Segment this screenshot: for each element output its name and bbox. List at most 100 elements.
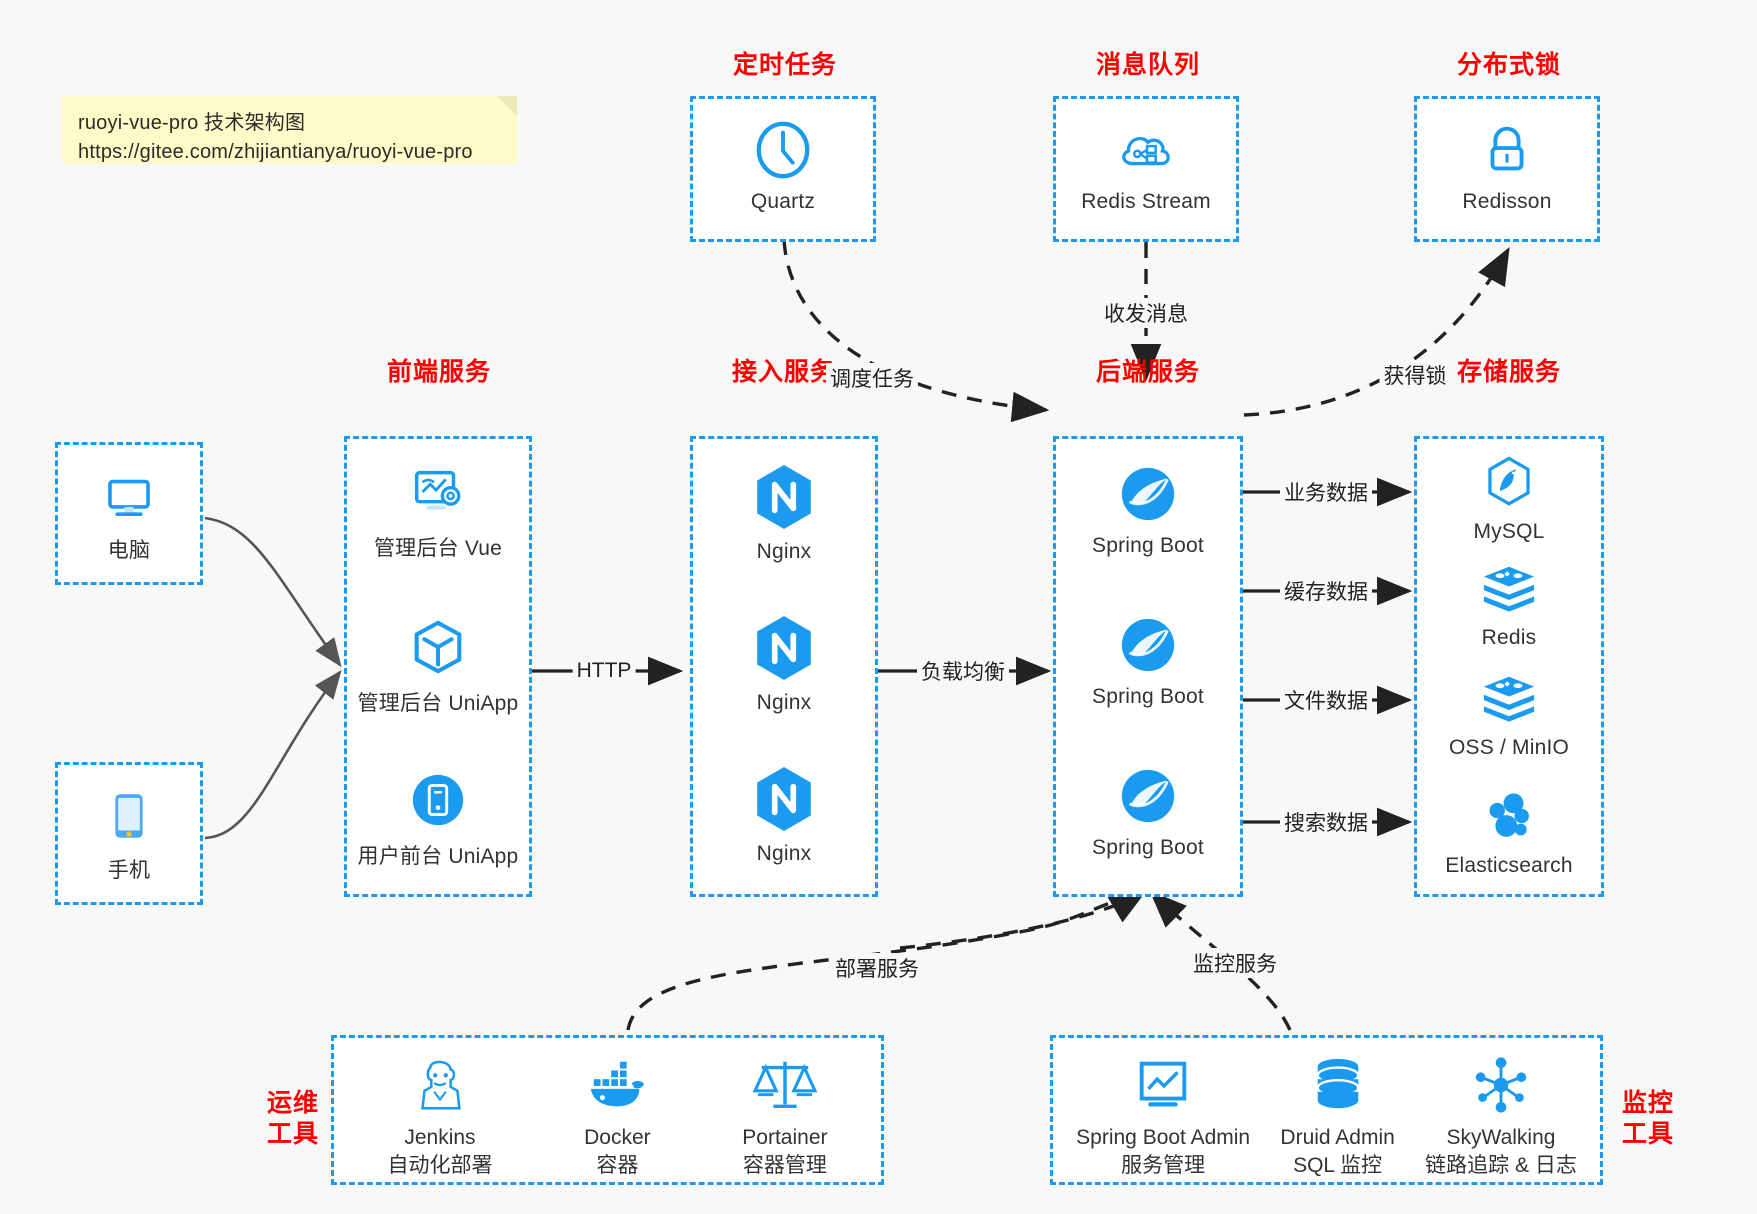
node-user-uniapp[interactable]: 用户前台 UniApp (347, 769, 529, 870)
group-title-storage: 存储服务 (1456, 358, 1561, 386)
node-label: Quartz (750, 190, 816, 213)
node-nginx-3[interactable]: Nginx (693, 765, 875, 866)
node-label-main: SkyWalking (1446, 1125, 1556, 1149)
node-label: Docker 容器 (584, 1124, 651, 1181)
node-quartz[interactable]: Quartz (693, 119, 873, 214)
clock-icon (756, 121, 810, 179)
node-label-main: Docker (584, 1125, 651, 1149)
scales-icon (752, 1061, 818, 1108)
node-label: Nginx (756, 540, 812, 563)
node-label-sub: 自动化部署 (387, 1154, 493, 1177)
group-box-lock[interactable]: Redisson (1414, 96, 1600, 242)
node-admin-vue[interactable]: 管理后台 Vue (347, 461, 529, 562)
edge-label-cache-data: 缓存数据 (1280, 576, 1372, 606)
group-box-backend[interactable]: Spring Boot Spring Boot Spring Boot (1053, 436, 1243, 897)
node-label: Druid Admin SQL 监控 (1280, 1124, 1394, 1181)
group-box-scheduler[interactable]: Quartz (690, 96, 876, 242)
node-desktop[interactable]: 电脑 (58, 467, 200, 564)
group-box-storage[interactable]: MySQL Redis OSS / MinIO (1414, 436, 1604, 897)
node-label: OSS / MinIO (1448, 736, 1570, 759)
edge-label-business-data: 业务数据 (1280, 477, 1372, 507)
database-icon (1316, 1058, 1360, 1108)
group-box-mq[interactable]: Redis Stream (1053, 96, 1239, 242)
node-label-sub: 容器 (596, 1154, 639, 1177)
node-redisson[interactable]: Redisson (1417, 119, 1597, 214)
node-label-sub: 服务管理 (1121, 1154, 1206, 1177)
node-portainer[interactable]: Portainer 容器管理 (742, 1054, 828, 1181)
group-title-frontend: 前端服务 (386, 358, 491, 386)
node-label: Redis (1481, 626, 1537, 649)
node-label: Nginx (756, 691, 812, 714)
group-title-devops-line2: 工具 (266, 1120, 319, 1149)
group-title-monitor-line1: 监控 (1621, 1089, 1674, 1117)
node-label-sub: 链路追踪 & 日志 (1425, 1154, 1577, 1177)
node-nginx-1[interactable]: Nginx (693, 463, 875, 564)
node-label-main: Portainer (742, 1125, 828, 1149)
node-spring-boot-3[interactable]: Spring Boot (1056, 765, 1240, 860)
nginx-icon (757, 616, 811, 680)
spring-boot-icon (1121, 618, 1175, 672)
node-mobile[interactable]: 手机 (58, 787, 200, 884)
docker-icon (591, 1061, 645, 1106)
node-docker[interactable]: Docker 容器 (583, 1054, 651, 1181)
edge-label-monitor-service: 监控服务 (1189, 948, 1281, 978)
node-label: Spring Boot (1092, 534, 1204, 557)
cloud-stream-icon (1122, 136, 1170, 166)
node-label: Elasticsearch (1445, 854, 1573, 877)
group-title-scheduler: 定时任务 (732, 51, 837, 79)
node-label: 管理后台 UniApp (357, 692, 519, 715)
node-label: Spring Boot Admin 服务管理 (1076, 1124, 1250, 1181)
node-spring-boot-1[interactable]: Spring Boot (1056, 463, 1240, 558)
node-label-sub: SQL 监控 (1293, 1154, 1383, 1177)
monitor-chart-icon (1139, 1061, 1187, 1107)
node-label: Nginx (756, 842, 812, 865)
edge-label-search-data: 搜索数据 (1280, 807, 1372, 837)
nginx-icon (757, 767, 811, 831)
group-title-backend: 后端服务 (1095, 358, 1200, 386)
mobile-icon (115, 794, 143, 838)
node-mysql[interactable]: MySQL (1417, 453, 1601, 544)
group-box-client-desktop[interactable]: 电脑 (55, 442, 203, 585)
node-label: 手机 (107, 859, 151, 882)
node-redis[interactable]: Redis (1417, 565, 1601, 650)
group-title-devops-line1: 运维 (266, 1089, 319, 1117)
node-label: 电脑 (107, 539, 151, 562)
node-label: MySQL (1473, 520, 1545, 543)
group-title-monitor: 监控 工具 (1613, 1088, 1683, 1151)
note-url: https://gitee.com/zhijiantianya/ruoyi-vu… (78, 141, 473, 163)
group-box-gateway[interactable]: Nginx Nginx Nginx (690, 436, 878, 897)
node-skywalking[interactable]: SkyWalking 链路追踪 & 日志 (1425, 1054, 1577, 1181)
group-title-monitor-line2: 工具 (1621, 1120, 1674, 1149)
group-box-monitor[interactable]: Spring Boot Admin 服务管理 Druid Admin SQL 监… (1050, 1035, 1603, 1185)
node-nginx-2[interactable]: Nginx (693, 614, 875, 715)
node-label-main: Druid Admin (1280, 1125, 1395, 1149)
spring-boot-icon (1121, 467, 1175, 521)
node-spring-boot-admin[interactable]: Spring Boot Admin 服务管理 (1076, 1054, 1250, 1181)
node-spring-boot-2[interactable]: Spring Boot (1056, 614, 1240, 709)
edge-label-file-data: 文件数据 (1280, 685, 1372, 715)
node-jenkins[interactable]: Jenkins 自动化部署 (387, 1054, 492, 1181)
diagram-note: ruoyi-vue-pro 技术架构图 https://gitee.com/zh… (62, 96, 517, 164)
skywalking-icon (1475, 1057, 1527, 1113)
node-label: 用户前台 UniApp (357, 845, 519, 868)
desktop-icon (108, 479, 150, 516)
node-label: Redis Stream (1081, 190, 1211, 213)
node-label-main: Spring Boot Admin (1076, 1125, 1251, 1149)
node-label-sub: 容器管理 (742, 1154, 827, 1177)
node-label: Spring Boot (1092, 685, 1204, 708)
group-box-frontend[interactable]: 管理后台 Vue 管理后台 UniApp 用户前台 UniApp (344, 436, 532, 897)
lock-icon (1490, 126, 1524, 171)
node-oss-minio[interactable]: OSS / MinIO (1417, 675, 1601, 760)
node-label: Jenkins 自动化部署 (387, 1124, 492, 1181)
mobile-round-icon (412, 774, 464, 826)
node-admin-uniapp[interactable]: 管理后台 UniApp (347, 616, 529, 717)
node-elasticsearch[interactable]: Elasticsearch (1417, 787, 1601, 878)
node-druid-admin[interactable]: Druid Admin SQL 监控 (1280, 1054, 1395, 1181)
node-redis-stream[interactable]: Redis Stream (1056, 119, 1236, 214)
node-label: Redisson (1462, 190, 1552, 213)
node-label: Spring Boot (1092, 836, 1204, 859)
group-box-client-mobile[interactable]: 手机 (55, 762, 203, 905)
group-box-devops[interactable]: Jenkins 自动化部署 Docker 容器 (331, 1035, 884, 1185)
node-label: SkyWalking 链路追踪 & 日志 (1425, 1124, 1577, 1181)
